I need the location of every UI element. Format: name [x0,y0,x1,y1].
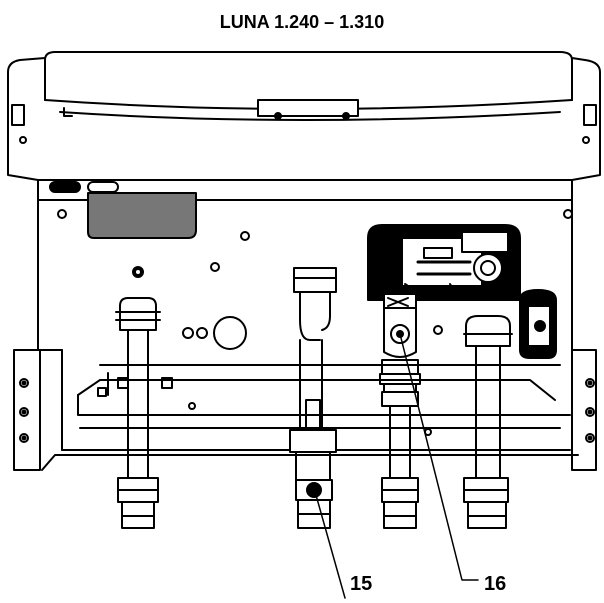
lower-bracket [13,349,597,471]
gas-valve-window [367,224,521,301]
callout-16: 16 [484,573,506,595]
pipe-1 [115,297,161,529]
diagram-title: LUNA 1.240 – 1.310 [219,12,385,32]
callout-15: 15 [350,573,372,595]
side-frame [7,99,601,396]
hex-nut-icon [132,266,144,278]
pipe-2 [289,267,337,529]
leader-line-15 [313,487,346,599]
pipe-3 [379,293,421,529]
right-small-window [519,289,557,359]
back-plate [37,179,573,350]
top-cover [7,51,601,121]
pipe-4 [463,315,513,529]
leader-lines [313,333,479,599]
leader-line-16 [399,333,479,581]
